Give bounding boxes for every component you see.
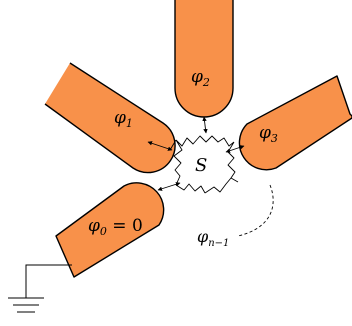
lead-2-body: [174, 0, 234, 118]
lead-0: φ0 = 0: [55, 182, 165, 278]
lead-3-label: φ3: [259, 123, 278, 145]
lead-1: φ1: [44, 62, 176, 174]
lead-0-body: [55, 182, 165, 278]
arrow-lead-2: [202, 116, 208, 134]
extra-lead-dashed-link: [237, 184, 274, 237]
lead-2-label: φ2: [191, 67, 210, 89]
lead-3-body: [238, 75, 352, 171]
arrow-lead-0: [157, 182, 181, 191]
extra-lead-indicator: φn−1: [197, 184, 274, 249]
ground-symbol: [8, 264, 72, 313]
ground-wire: [25, 264, 72, 298]
lead-3: φ3: [238, 75, 352, 171]
arrow-lead-1: [147, 141, 173, 151]
lead-2: φ2: [174, 0, 234, 118]
scatterer-network: [173, 135, 236, 194]
lead-1-body: [44, 62, 176, 174]
extra-lead-label: φn−1: [197, 227, 229, 249]
lead-connections: [147, 116, 245, 191]
arrow-lead-3: [225, 145, 245, 153]
lead-1-label: φ1: [114, 108, 133, 130]
scatterer-stub-right: [230, 177, 239, 183]
lead-0-label: φ0 = 0: [88, 216, 143, 238]
scatterer-label: S: [195, 155, 207, 176]
scatterer: S: [169, 135, 239, 194]
